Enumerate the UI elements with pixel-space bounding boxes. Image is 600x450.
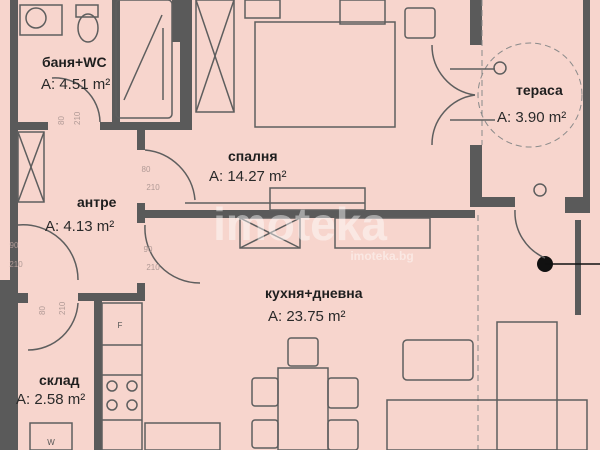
watermark-site: imoteka.bg xyxy=(350,249,413,263)
svg-text:210: 210 xyxy=(9,260,23,269)
svg-text:80: 80 xyxy=(57,116,66,125)
room-area: A: 4.51 m² xyxy=(41,76,110,93)
svg-text:80: 80 xyxy=(38,306,47,315)
room-area: A: 4.13 m² xyxy=(45,218,114,235)
room-area: A: 23.75 m² xyxy=(268,308,346,325)
room-name: кухня+дневна xyxy=(265,285,363,301)
kitchen-furniture: F W xyxy=(29,302,221,450)
washer-label: W xyxy=(47,438,55,447)
watermark-logo: imoteka xyxy=(213,198,387,250)
room-area: A: 3.90 m² xyxy=(497,109,566,126)
door-swings xyxy=(17,77,201,351)
room-name: склад xyxy=(39,372,80,388)
room-name: спалня xyxy=(228,148,278,164)
room-bathroom: баня+WC A: 4.51 m² xyxy=(41,54,110,93)
fridge-label: F xyxy=(118,321,123,330)
svg-text:210: 210 xyxy=(73,111,82,125)
svg-text:210: 210 xyxy=(146,263,160,272)
chair-icon xyxy=(404,7,436,39)
room-storage: склад A: 2.58 m² xyxy=(16,372,85,408)
svg-text:210: 210 xyxy=(58,301,67,315)
room-kitchen-living: кухня+дневна A: 23.75 m² xyxy=(265,285,363,325)
room-bedroom: спалня A: 14.27 m² xyxy=(209,148,287,185)
living-furniture xyxy=(386,321,588,450)
svg-text:210: 210 xyxy=(146,183,160,192)
door-dimensions: 80 210 80 210 90 210 90 210 80 210 xyxy=(9,111,160,315)
room-name: тераса xyxy=(516,82,563,98)
room-hallway: антре A: 4.13 m² xyxy=(45,194,117,235)
dining-set xyxy=(251,337,359,450)
room-name: антре xyxy=(77,194,117,210)
room-area: A: 2.58 m² xyxy=(16,391,85,408)
svg-text:80: 80 xyxy=(142,165,151,174)
terrace-elements xyxy=(431,0,600,450)
room-area: A: 14.27 m² xyxy=(209,168,287,185)
room-name: баня+WC xyxy=(42,54,107,70)
svg-text:90: 90 xyxy=(10,241,19,250)
svg-text:90: 90 xyxy=(144,245,153,254)
room-terrace: тераса A: 3.90 m² xyxy=(497,82,566,126)
bedroom-furniture xyxy=(185,0,436,249)
bathroom-fixtures xyxy=(17,0,235,203)
